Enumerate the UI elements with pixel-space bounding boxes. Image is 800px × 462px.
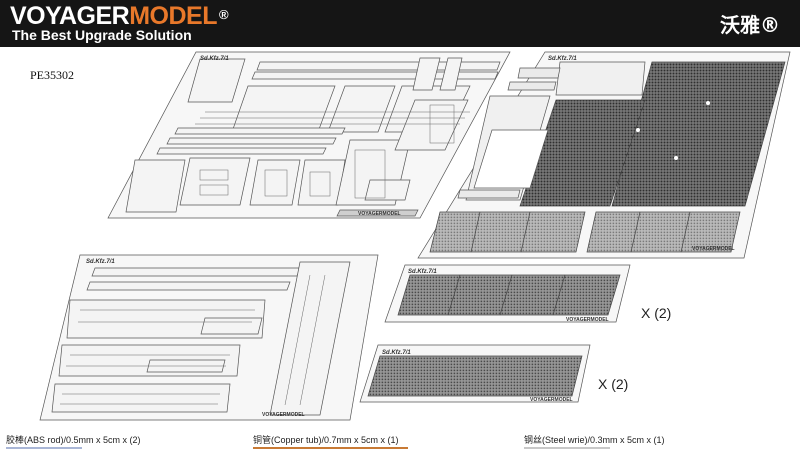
fret-d-stamp: Sd.Kfz.7/1	[408, 269, 437, 275]
fret-d-logo: VOYAGERMODEL	[566, 317, 609, 323]
fret-d	[384, 264, 631, 323]
chinese-brand-name: 沃雅®	[720, 13, 780, 37]
fret-stamps: Sd.Kfz.7/1 Sd.Kfz.7/1 Sd.Kfz.7/1 Sd.Kfz.…	[86, 56, 577, 356]
fret-c-details	[60, 274, 326, 406]
rod-abs-sample	[6, 447, 82, 449]
fret-e	[359, 344, 591, 403]
rod-abs-label: 胶棒(ABS rod)/0.5mm x 5cm x (2)	[6, 435, 141, 445]
fret-b	[417, 51, 791, 259]
fret-c-logo: VOYAGERMODEL	[262, 412, 305, 418]
fret-a-logo: VOYAGERMODEL	[358, 211, 401, 217]
fret-b-holes	[636, 101, 710, 160]
fret-b-mesh-panels	[429, 211, 741, 253]
fret-e-stamp: Sd.Kfz.7/1	[382, 350, 411, 356]
fret-logos: VOYAGERMODEL VOYAGERMODEL VOYAGERMODEL V…	[262, 211, 735, 418]
brand-name-voyager: VOYAGER	[10, 2, 130, 30]
brand-name-model: MODEL	[129, 2, 218, 30]
fret-b-stamp: Sd.Kfz.7/1	[548, 56, 577, 62]
registered-mark: ®	[219, 7, 229, 22]
fret-c	[39, 254, 379, 421]
brand-logo: VOYAGERMODEL®	[10, 2, 229, 30]
rod-steel-label: 钢丝(Steel wrie)/0.3mm x 5cm x (1)	[524, 435, 665, 445]
fret-a-stamp: Sd.Kfz.7/1	[200, 56, 229, 62]
brand-header: VOYAGERMODEL® The Best Upgrade Solution …	[0, 0, 800, 47]
brand-tagline: The Best Upgrade Solution	[12, 27, 192, 43]
rod-copper-sample	[253, 447, 408, 449]
rod-copper-label: 铜管(Copper tub)/0.7mm x 5cm x (1)	[253, 435, 399, 445]
fret-a	[107, 51, 511, 219]
quantity-fret-d: X (2)	[641, 305, 672, 321]
fret-e-logo: VOYAGERMODEL	[530, 397, 573, 403]
product-code: PE35302	[30, 68, 75, 82]
quantity-fret-e: X (2)	[598, 376, 629, 392]
rod-steel-sample	[524, 447, 610, 449]
fret-a-details	[195, 104, 470, 199]
fret-b-logo: VOYAGERMODEL	[692, 246, 735, 252]
fret-c-stamp: Sd.Kfz.7/1	[86, 259, 115, 265]
